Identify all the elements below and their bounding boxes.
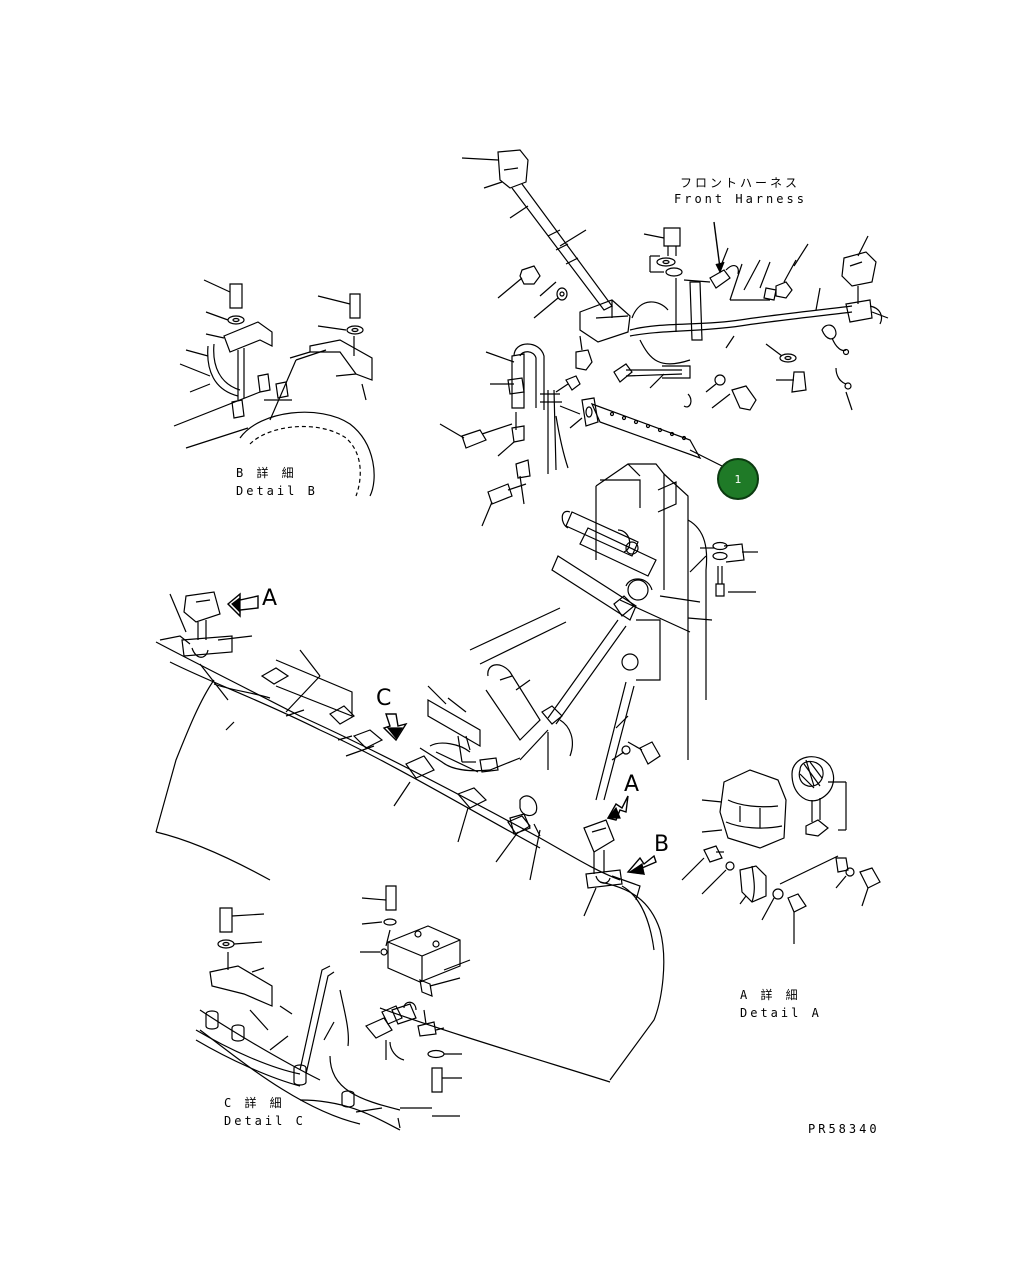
drawing-code: PR58340 (808, 1122, 880, 1136)
detail-b-label-en: Detail B (236, 484, 318, 498)
arrow-a-left-icon (226, 592, 259, 618)
view-mark-a-center: A (624, 772, 640, 797)
detail-c-drawing (195, 885, 471, 1129)
part-callout-1[interactable]: 1 (717, 458, 759, 500)
detail-c-label-jp: C 詳 細 (224, 1096, 285, 1110)
callout-number: 1 (734, 472, 742, 486)
frame-structure (469, 402, 758, 801)
lamp-bracket-left (439, 335, 599, 527)
front-harness-label-en: Front Harness (674, 192, 807, 206)
arrow-c-icon (382, 713, 408, 742)
detail-b-drawing (173, 279, 375, 497)
front-harness-label-jp: フロントハーネス (680, 176, 801, 190)
detail-a-drawing (681, 756, 881, 944)
view-mark-a-left: A (262, 586, 278, 611)
detail-c-label-en: Detail C (224, 1114, 306, 1128)
detail-a-label-jp: A 詳 細 (740, 988, 801, 1002)
view-arrows (226, 592, 657, 875)
detail-a-label-en: Detail A (740, 1006, 822, 1020)
view-mark-b: B (654, 832, 670, 857)
view-mark-c: C (376, 686, 392, 711)
front-harness-assembly (461, 149, 889, 411)
detail-b-label-jp: B 詳 細 (236, 466, 297, 480)
